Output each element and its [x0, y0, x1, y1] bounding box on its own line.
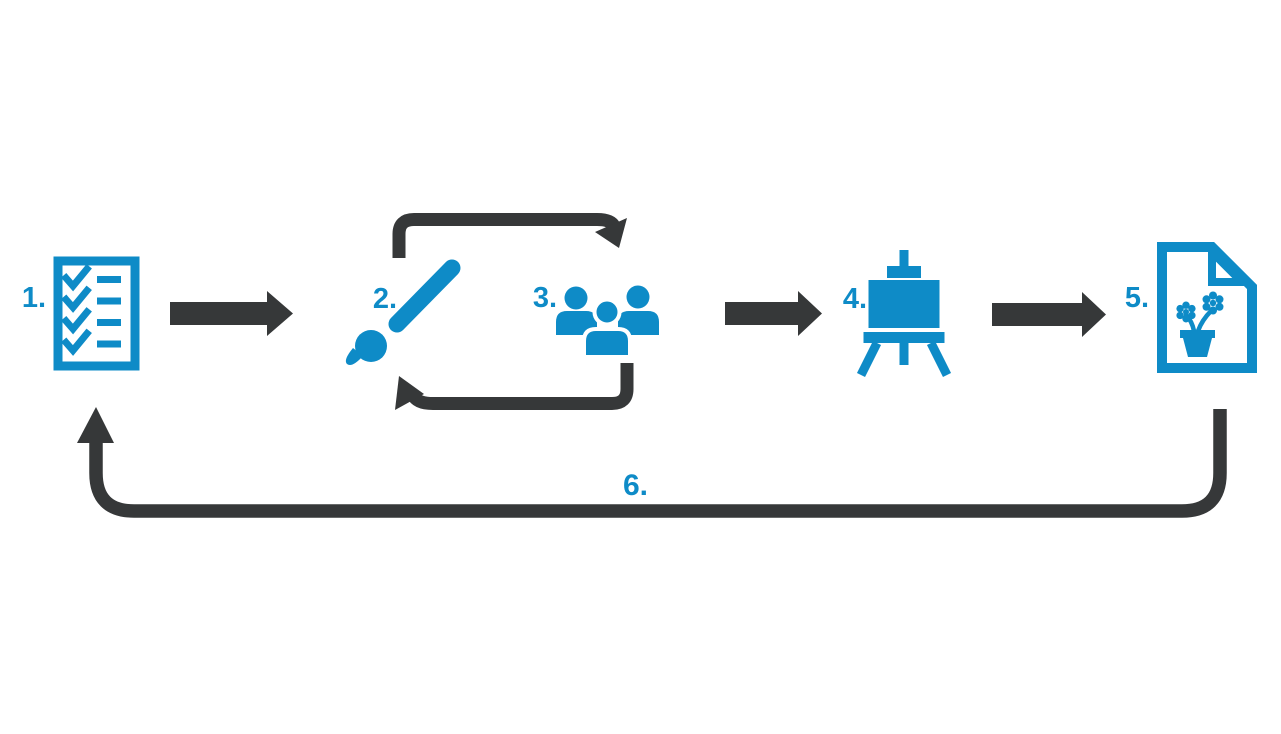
- people-group-icon: [556, 285, 659, 359]
- step-4-label: 4.: [843, 283, 867, 315]
- step-3-label: 3.: [533, 282, 557, 314]
- return-arrow-5-to-1: [77, 407, 1227, 518]
- step-5-label: 5.: [1125, 282, 1149, 314]
- flower-right: [1202, 291, 1224, 315]
- step-6-label: 6.: [623, 469, 648, 502]
- paintbrush-icon: [345, 259, 461, 365]
- easel-icon: [856, 250, 952, 378]
- arrow-3-to-4: [725, 291, 822, 336]
- step-2-label: 2.: [373, 283, 397, 315]
- flower-left: [1176, 301, 1196, 323]
- loop-arrow-2-to-3: [392, 213, 627, 258]
- loop-arrow-3-to-2: [395, 363, 634, 410]
- flower-document-icon: [1157, 242, 1257, 373]
- arrow-1-to-2: [170, 291, 293, 336]
- checklist-icon: [53, 256, 140, 371]
- step-1-label: 1.: [22, 282, 46, 314]
- arrow-4-to-5: [992, 292, 1106, 337]
